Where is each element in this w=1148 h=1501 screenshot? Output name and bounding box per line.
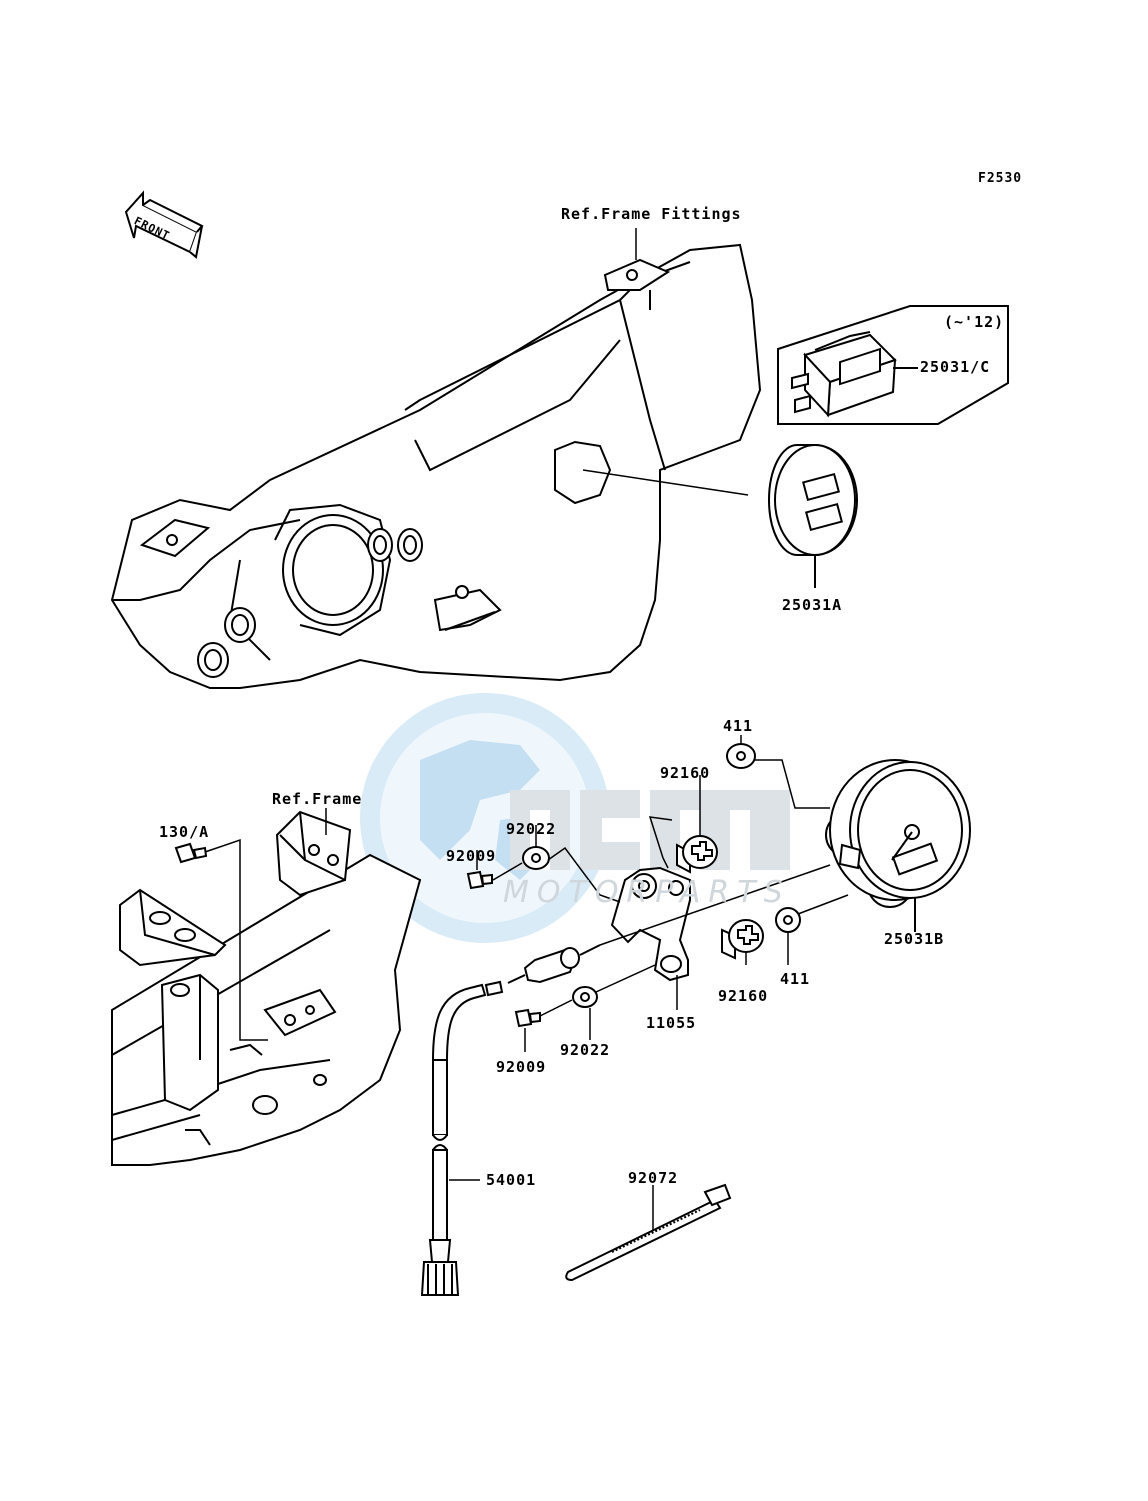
watermark-subtext: MOTORPARTS xyxy=(503,875,791,910)
part-130A-label: 130/A xyxy=(159,823,210,841)
part-92160-bottom-label: 92160 xyxy=(718,987,769,1005)
part-92072-label: 92072 xyxy=(628,1169,679,1187)
diagram-code: F2530 xyxy=(978,171,1023,186)
part-25031A-label: 25031A xyxy=(782,596,843,614)
inset-box xyxy=(777,305,1009,425)
bolt-130A xyxy=(174,842,208,864)
part-92009-bottom-label: 92009 xyxy=(496,1058,547,1076)
part-25031C-label: 25031/C xyxy=(920,358,991,376)
part-92022-bottom-label: 92022 xyxy=(560,1041,611,1059)
part-25031B-label: 25031B xyxy=(884,930,945,948)
front-arrow xyxy=(124,190,204,259)
frame-section xyxy=(111,810,422,1166)
screw-92009-bottom xyxy=(514,1008,541,1028)
part-92160-top-label: 92160 xyxy=(660,764,711,782)
ref-frame-fittings-label: Ref.Frame Fittings xyxy=(561,205,742,223)
part-411-top-label: 411 xyxy=(723,717,754,735)
part-92022-top-label: 92022 xyxy=(506,820,557,838)
washer-411-top xyxy=(726,743,756,769)
leader-130A xyxy=(204,838,268,1041)
grommet-92160-bottom xyxy=(721,919,764,960)
part-92009-top-label: 92009 xyxy=(446,847,497,865)
washer-411-bottom xyxy=(775,907,801,933)
part-411-bottom-label: 411 xyxy=(780,970,811,988)
speedometer-cable-54001 xyxy=(420,980,504,1296)
leader-socket xyxy=(582,469,749,496)
instrument-housing xyxy=(110,243,762,689)
bracket-11055 xyxy=(610,866,691,982)
washer-92022-bottom xyxy=(572,986,598,1008)
ref-frame-label: Ref.Frame xyxy=(272,790,363,808)
speedometer-25031B xyxy=(825,759,971,932)
part-54001-label: 54001 xyxy=(486,1171,537,1189)
screw-92009-top xyxy=(466,870,493,890)
cable-head xyxy=(507,944,601,984)
grommet-92160-top xyxy=(676,835,718,874)
indicator-25031A xyxy=(768,444,858,588)
watermark-logo xyxy=(360,693,790,943)
inset-note-label: (~'12) xyxy=(944,313,1005,331)
cable-tie-92072 xyxy=(565,1183,732,1282)
washer-92022-top xyxy=(522,846,550,870)
part-11055-label: 11055 xyxy=(646,1014,697,1032)
